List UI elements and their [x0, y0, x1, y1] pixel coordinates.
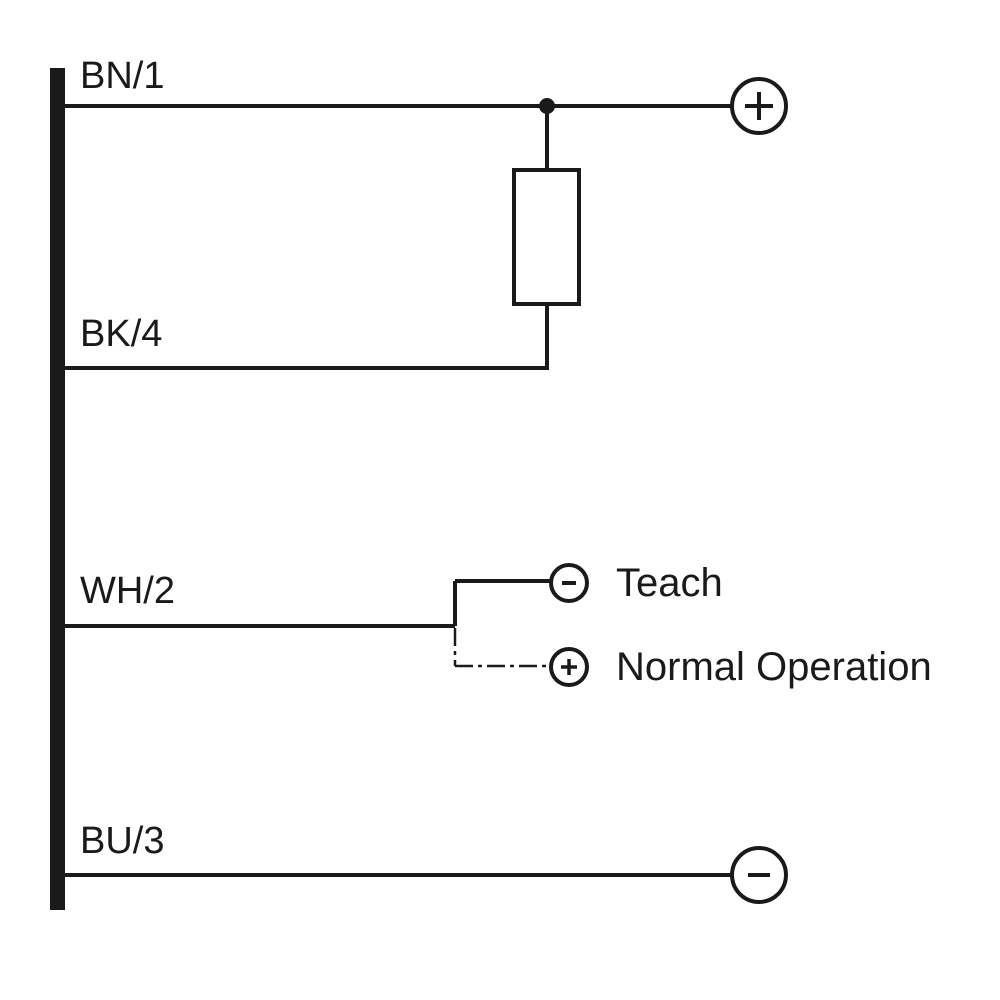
plus-terminal-icon	[730, 77, 788, 135]
minus-terminal-icon	[549, 563, 589, 603]
wire-label-bu: BU/3	[80, 820, 164, 862]
plus-terminal-icon	[549, 647, 589, 687]
mode-label-normal: Normal Operation	[616, 645, 932, 689]
wire-label-wh: WH/2	[80, 570, 175, 612]
wire-label-bk: BK/4	[80, 313, 162, 355]
bus-bar	[50, 68, 65, 910]
mode-label-teach: Teach	[616, 561, 723, 605]
minus-terminal-icon	[730, 846, 788, 904]
wire-label-bn: BN/1	[80, 55, 164, 97]
resistor-icon	[512, 168, 581, 306]
